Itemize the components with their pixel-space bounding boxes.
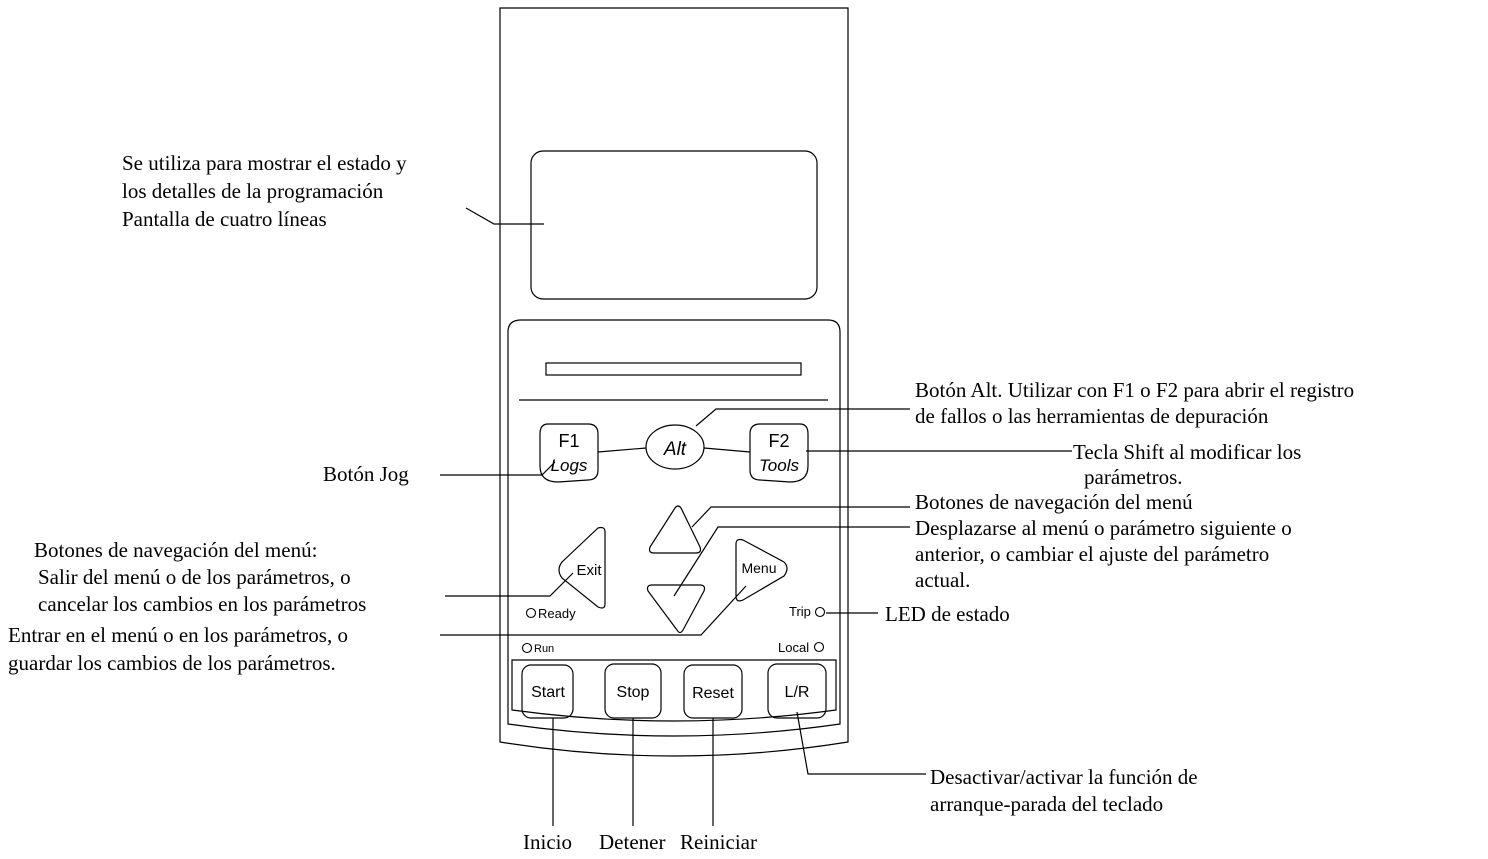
alt-note-line-2: de fallos o las herramientas de depuraci… [915, 404, 1269, 428]
leader-menu [440, 585, 747, 636]
alt-note-line-1: Botón Alt. Utilizar con F1 o F2 para abr… [915, 378, 1355, 402]
leader-alt [695, 408, 910, 427]
nav-note-line-3: anterior, o cambiar el ajuste del paráme… [915, 542, 1270, 566]
leader-lines [440, 207, 1072, 826]
trip-led-label: Trip [789, 604, 811, 619]
exit-note-line-3: cancelar los cambios en los parámetros [38, 592, 367, 616]
f1-label: F1 [558, 431, 579, 451]
trip-led: Trip [789, 604, 826, 619]
display-note-line-2: los detalles de la programación [122, 179, 384, 203]
shift-note-line-1: Tecla Shift al modificar los [1073, 440, 1302, 464]
shift-note-line-2: parámetros. [1084, 465, 1183, 489]
run-led-label: Run [534, 643, 554, 655]
display-note-line-1: Se utiliza para mostrar el estado y [122, 151, 407, 175]
leader-exit [445, 572, 574, 597]
lr-label: L/R [785, 684, 810, 701]
up-arrow-button[interactable] [648, 505, 702, 554]
nav-note-line-2: Desplazarse al menú o parámetro siguient… [915, 516, 1292, 540]
start-button[interactable]: Start [521, 664, 574, 719]
leader-display [465, 207, 544, 225]
f1-sublabel: Logs [551, 456, 588, 475]
start-label: Start [531, 684, 565, 701]
alt-label: Alt [663, 439, 687, 460]
local-led: Local [778, 640, 825, 655]
local-led-label: Local [778, 640, 809, 655]
leader-up [691, 506, 910, 528]
exit-note-line-1: Botones de navegación del menú: [34, 538, 318, 562]
start-note: Inicio [523, 830, 572, 854]
exit-label: Exit [576, 562, 602, 579]
reset-note: Reiniciar [680, 830, 757, 854]
panel-slot [545, 362, 802, 376]
status-led-note: LED de estado [885, 602, 1010, 626]
exit-note-line-2: Salir del menú o de los parámetros, o [38, 565, 351, 589]
local-note-line-2: arranque-parada del teclado [930, 792, 1164, 816]
local-note-line-1: Desactivar/activar la función de [930, 765, 1198, 789]
lr-button[interactable]: L/R [767, 663, 827, 719]
f2-button[interactable]: F2 Tools [749, 423, 809, 483]
jog-note: Botón Jog [323, 462, 409, 486]
menu-note-line-2: guardar los cambios de los parámetros. [8, 651, 336, 675]
f1-button[interactable]: F1 Logs [539, 423, 599, 483]
down-arrow-button[interactable] [646, 584, 706, 634]
button-area [511, 659, 837, 722]
menu-note-line-1: Entrar en el menú o en los parámetros, o [8, 623, 348, 647]
alt-button[interactable]: Alt [645, 424, 705, 470]
run-led: Run [521, 642, 554, 655]
menu-label: Menu [741, 560, 776, 576]
reset-button[interactable]: Reset [683, 664, 743, 719]
f2-sublabel: Tools [759, 456, 800, 475]
stop-label: Stop [617, 684, 650, 701]
leader-down [673, 526, 910, 597]
reset-label: Reset [692, 685, 734, 702]
stop-button[interactable]: Stop [604, 663, 662, 719]
ready-led: Ready [525, 606, 576, 621]
exit-button[interactable]: Exit [558, 526, 606, 609]
leader-jog [440, 461, 556, 476]
keypad-panel [507, 319, 841, 737]
ready-led-label: Ready [538, 606, 576, 621]
stop-note: Detener [599, 830, 666, 854]
nav-note-line-4: actual. [915, 568, 971, 592]
f2-label: F2 [768, 431, 789, 451]
menu-button[interactable]: Menu [735, 538, 788, 602]
keypad-housing [499, 7, 849, 757]
lcd-display [530, 150, 818, 300]
display-note-line-3: Pantalla de cuatro líneas [122, 207, 327, 231]
nav-note-line-1: Botones de navegación del menú [915, 490, 1193, 514]
leader-lr [796, 711, 926, 775]
